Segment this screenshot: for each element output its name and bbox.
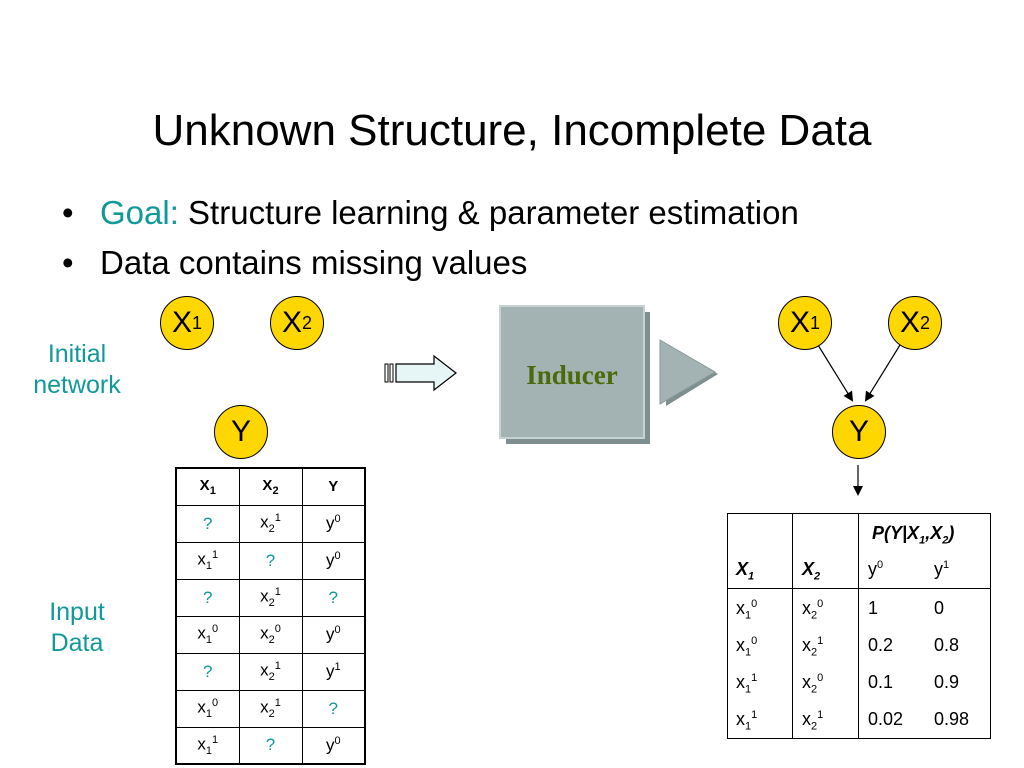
- initial-network-label-line2: network: [33, 371, 121, 399]
- cpt-cell-y0: 1: [868, 598, 879, 618]
- cpt-cell-y1: 0.8: [934, 635, 960, 655]
- node-subscript: 2: [302, 312, 313, 333]
- cpt-cell-x1: x11: [736, 672, 758, 696]
- node-letter: X: [789, 306, 810, 339]
- table-cell: y0: [301, 504, 366, 543]
- cpt-cell-x2: x20: [802, 598, 824, 622]
- table-cell: y0: [301, 541, 366, 580]
- cpt-header-title: P(Y|X1,X2): [872, 523, 955, 547]
- cpt-header-x2: X2: [802, 559, 821, 583]
- cpt-cell-y0: 0.1: [868, 672, 894, 692]
- table-cell: x10: [175, 689, 240, 728]
- cpt-cell-x2: x20: [802, 672, 824, 696]
- cpt-divider: [728, 588, 990, 589]
- table-cell: x10: [175, 615, 240, 654]
- cpt-header-y1: y1: [934, 559, 950, 579]
- missing-value-cell: ?: [175, 652, 240, 691]
- inducer-label: Inducer: [526, 360, 618, 390]
- input-data-label-line2: Data: [50, 629, 104, 657]
- inducer-box: [499, 305, 718, 444]
- table-cell: x21: [238, 652, 303, 691]
- cpt-cell-x2: x21: [802, 635, 824, 659]
- table-cell: y0: [301, 615, 366, 654]
- table-cell: y0: [301, 726, 366, 765]
- node-letter: Y: [848, 415, 869, 448]
- input-data-label: Input Data: [22, 597, 132, 659]
- missing-value-cell: ?: [238, 726, 303, 765]
- cpt-cell-x1: x10: [736, 635, 758, 659]
- cpt-cell-x1: x11: [736, 709, 758, 733]
- input-arrow-icon: [384, 354, 457, 392]
- initial-network-label: Initial network: [22, 339, 132, 401]
- table-row: ?x21?: [175, 578, 366, 617]
- table-header-cell: X2: [238, 467, 303, 506]
- cpt-header-y0: y0: [868, 559, 884, 579]
- cpt-cell-y1: 0.98: [934, 709, 970, 729]
- bullet-goal-prefix: Goal:: [100, 194, 179, 231]
- bullet-goal-text: Structure learning & parameter estimatio…: [188, 194, 799, 231]
- slide-title: Unknown Structure, Incomplete Data: [152, 106, 872, 155]
- cpt-cell-y1: 0: [934, 598, 945, 618]
- input-data-label-line1: Input: [49, 598, 105, 626]
- bullet-list: • Goal: Structure learning & parameter e…: [62, 188, 799, 288]
- bullet-dot-icon: •: [62, 194, 74, 231]
- node-subscript: 1: [810, 312, 821, 333]
- output-node-y: Y: [832, 405, 886, 459]
- table-cell: x21: [238, 689, 303, 728]
- node-letter: X: [171, 306, 192, 339]
- cpt-cell-x1: x10: [736, 598, 758, 622]
- bullet-goal: • Goal: Structure learning & parameter e…: [62, 188, 799, 238]
- cpt-table: P(Y|X1,X2) X1 X2 y0 y1 x10 x20 1 0 x10 x21 0.2…: [727, 513, 991, 739]
- node-subscript: 1: [192, 312, 203, 333]
- table-cell: x11: [175, 726, 240, 765]
- cpt-header-x1: X1: [736, 559, 755, 583]
- initial-network-label-line1: Initial: [47, 340, 107, 368]
- table-cell: x21: [238, 578, 303, 617]
- cpt-cell-x2: x21: [802, 709, 824, 733]
- cpt-cell-y1: 0.9: [934, 672, 960, 692]
- node-letter: X: [899, 306, 920, 339]
- initial-node-y: Y: [214, 405, 268, 459]
- missing-value-cell: ?: [175, 578, 240, 617]
- table-header-cell: Y: [301, 467, 366, 506]
- node-subscript: 2: [920, 312, 931, 333]
- cpt-divider: [792, 514, 793, 738]
- table-cell: x20: [238, 615, 303, 654]
- cpt-cell-y0: 0.2: [868, 635, 894, 655]
- cpt-divider: [858, 514, 859, 738]
- table-cell: x21: [238, 504, 303, 543]
- table-header-cell: X1: [175, 467, 240, 506]
- missing-value-cell: ?: [301, 689, 366, 728]
- edge-x1-y: [817, 344, 854, 402]
- missing-value-cell: ?: [175, 504, 240, 543]
- cpt-cell-y0: 0.02: [868, 709, 904, 729]
- missing-value-cell: ?: [301, 578, 366, 617]
- table-row: x11?y0: [175, 541, 366, 580]
- bullet-dot-icon: •: [62, 244, 74, 281]
- table-cell: x11: [175, 541, 240, 580]
- bullet-missing-text: Data contains missing values: [100, 244, 528, 281]
- table-row: x11?y0: [175, 726, 366, 765]
- bullet-missing: • Data contains missing values: [62, 238, 799, 288]
- table-cell: y1: [301, 652, 366, 691]
- node-letter: Y: [230, 415, 251, 448]
- node-letter: X: [281, 306, 302, 339]
- missing-value-cell: ?: [238, 541, 303, 580]
- edge-x2-y: [864, 344, 901, 402]
